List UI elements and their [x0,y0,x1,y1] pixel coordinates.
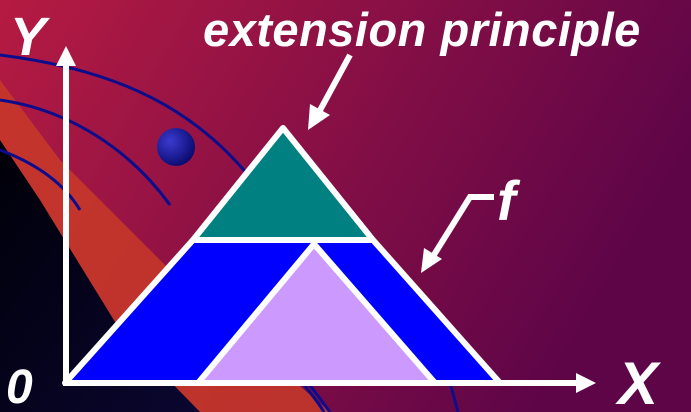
orbit-ball [157,128,195,166]
y-axis-label: Y [10,10,46,64]
x-axis-label: X [618,354,658,412]
slide-title: extension principle [203,6,641,53]
function-label: f [497,173,516,229]
origin-label: 0 [6,364,33,412]
